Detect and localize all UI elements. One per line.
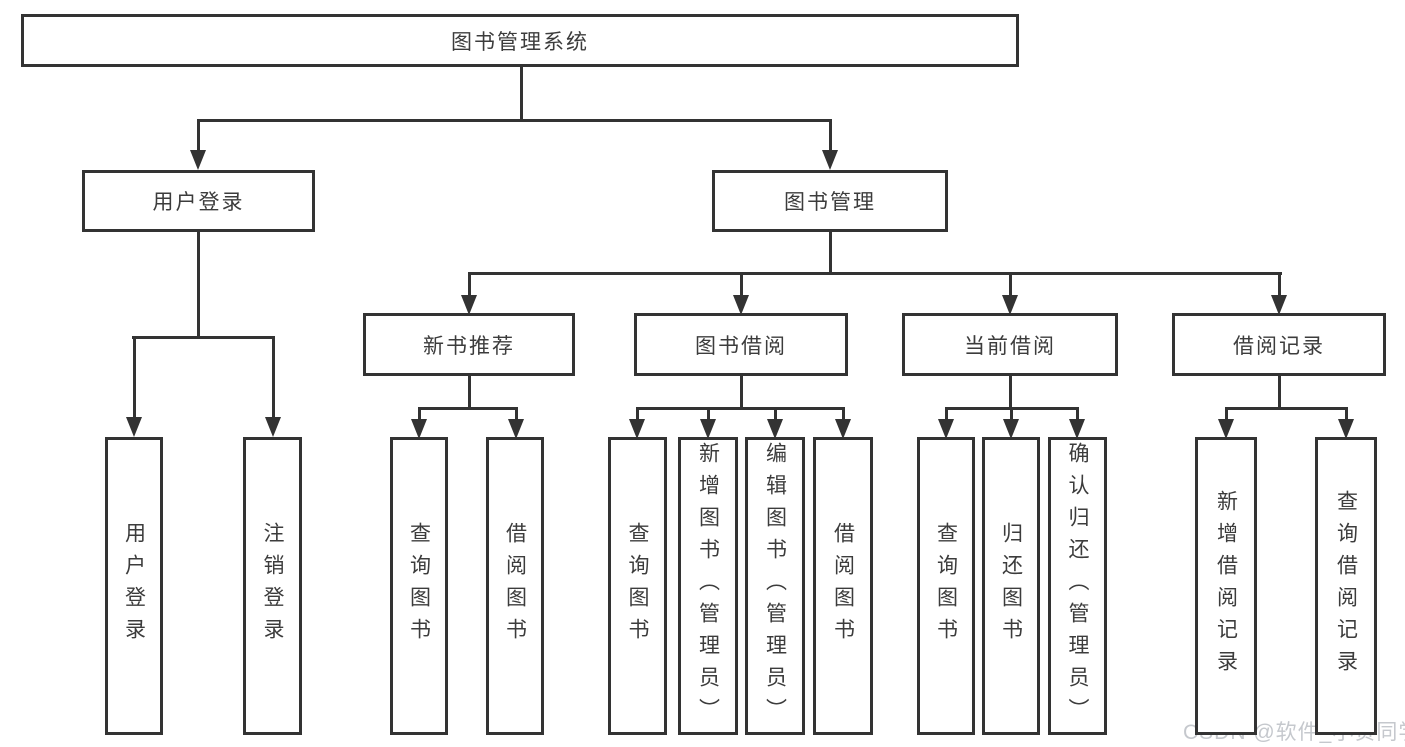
node-label: 归还图书 [999, 522, 1023, 650]
arrow-head-icon [938, 419, 954, 439]
connector-line [132, 336, 274, 339]
node-current-borrowing: 当前借阅 [902, 313, 1118, 376]
arrow-head-icon [1003, 419, 1019, 439]
node-leaf-query-borrow-record: 查询借阅记录 [1315, 437, 1377, 735]
node-leaf-add-borrow-record: 新增借阅记录 [1195, 437, 1257, 735]
node-label: 借阅记录 [1233, 334, 1325, 358]
arrow-stem [197, 120, 200, 152]
node-label: 编辑图书（管理员） [763, 442, 787, 730]
node-label: 图书管理系统 [451, 30, 589, 54]
node-leaf-add-books: 新增图书（管理员） [678, 437, 738, 735]
arrow-stem [468, 273, 471, 297]
arrow-stem [842, 408, 845, 421]
node-label: 图书管理 [784, 191, 876, 214]
connector-line [197, 232, 200, 339]
arrow-stem [1278, 273, 1281, 297]
arrow-stem [1225, 408, 1228, 421]
node-leaf-query-books-1: 查询图书 [390, 437, 448, 735]
node-label: 查询图书 [407, 522, 431, 650]
node-leaf-logout: 注销登录 [243, 437, 302, 735]
node-label: 新增借阅记录 [1214, 490, 1238, 682]
arrow-stem [1009, 273, 1012, 297]
node-label: 当前借阅 [964, 334, 1056, 358]
node-label: 查询图书 [626, 522, 649, 650]
node-label: 用户登录 [152, 191, 245, 214]
node-label: 借阅图书 [831, 522, 855, 650]
arrow-head-icon [126, 417, 142, 437]
arrow-head-icon [190, 150, 206, 170]
arrow-head-icon [629, 419, 645, 439]
arrow-head-icon [767, 419, 783, 439]
node-label: 确认归还（管理员） [1066, 442, 1089, 730]
node-label: 查询借阅记录 [1334, 490, 1358, 682]
node-label: 借阅图书 [503, 522, 527, 650]
arrow-stem [418, 408, 421, 421]
connector-line [468, 376, 471, 410]
node-book-borrowing: 图书借阅 [634, 313, 848, 376]
node-leaf-query-books-3: 查询图书 [917, 437, 975, 735]
node-leaf-user-login: 用户登录 [105, 437, 163, 735]
arrow-stem [636, 408, 639, 421]
arrow-head-icon [733, 295, 749, 315]
arrow-head-icon [508, 419, 524, 439]
node-leaf-edit-books: 编辑图书（管理员） [745, 437, 805, 735]
arrow-head-icon [1002, 295, 1018, 315]
node-leaf-query-books-2: 查询图书 [608, 437, 667, 735]
node-leaf-borrow-books-1: 借阅图书 [486, 437, 544, 735]
connector-line [1009, 376, 1012, 410]
connector-line [1225, 407, 1348, 410]
node-leaf-borrow-books-2: 借阅图书 [813, 437, 873, 735]
arrow-stem [774, 408, 777, 421]
arrow-stem [515, 408, 518, 421]
arrow-stem [945, 408, 948, 421]
arrow-head-icon [1218, 419, 1234, 439]
arrow-head-icon [835, 419, 851, 439]
arrow-head-icon [700, 419, 716, 439]
node-label: 新增图书（管理员） [696, 442, 720, 730]
arrow-stem [740, 273, 743, 297]
node-label: 图书借阅 [695, 334, 787, 358]
arrow-stem [829, 120, 832, 152]
node-book-management: 图书管理 [712, 170, 948, 232]
node-label: 注销登录 [261, 522, 284, 650]
connector-line [636, 407, 845, 410]
connector-line [1278, 376, 1281, 410]
arrow-stem [1076, 408, 1079, 421]
node-root: 图书管理系统 [21, 14, 1019, 67]
node-label: 查询图书 [934, 522, 958, 650]
node-label: 新书推荐 [423, 334, 515, 358]
node-label: 用户登录 [122, 522, 146, 650]
node-borrowing-records: 借阅记录 [1172, 313, 1386, 376]
node-leaf-confirm-return: 确认归还（管理员） [1048, 437, 1107, 735]
node-leaf-return-books: 归还图书 [982, 437, 1040, 735]
node-user-login: 用户登录 [82, 170, 315, 232]
arrow-stem [1010, 408, 1013, 421]
arrow-head-icon [411, 419, 427, 439]
arrow-head-icon [1271, 295, 1287, 315]
arrow-stem [272, 336, 275, 419]
connector-line [520, 66, 523, 121]
arrow-head-icon [1069, 419, 1085, 439]
connector-line [418, 407, 518, 410]
connector-line [468, 272, 1282, 275]
arrow-stem [1345, 408, 1348, 421]
arrow-head-icon [461, 295, 477, 315]
arrow-head-icon [265, 417, 281, 437]
node-new-book-recommend: 新书推荐 [363, 313, 575, 376]
connector-line [197, 119, 832, 122]
connector-line [740, 376, 743, 410]
arrow-head-icon [1338, 419, 1354, 439]
arrow-stem [133, 336, 136, 419]
arrow-head-icon [822, 150, 838, 170]
connector-line [829, 232, 832, 275]
arrow-stem [707, 408, 710, 421]
